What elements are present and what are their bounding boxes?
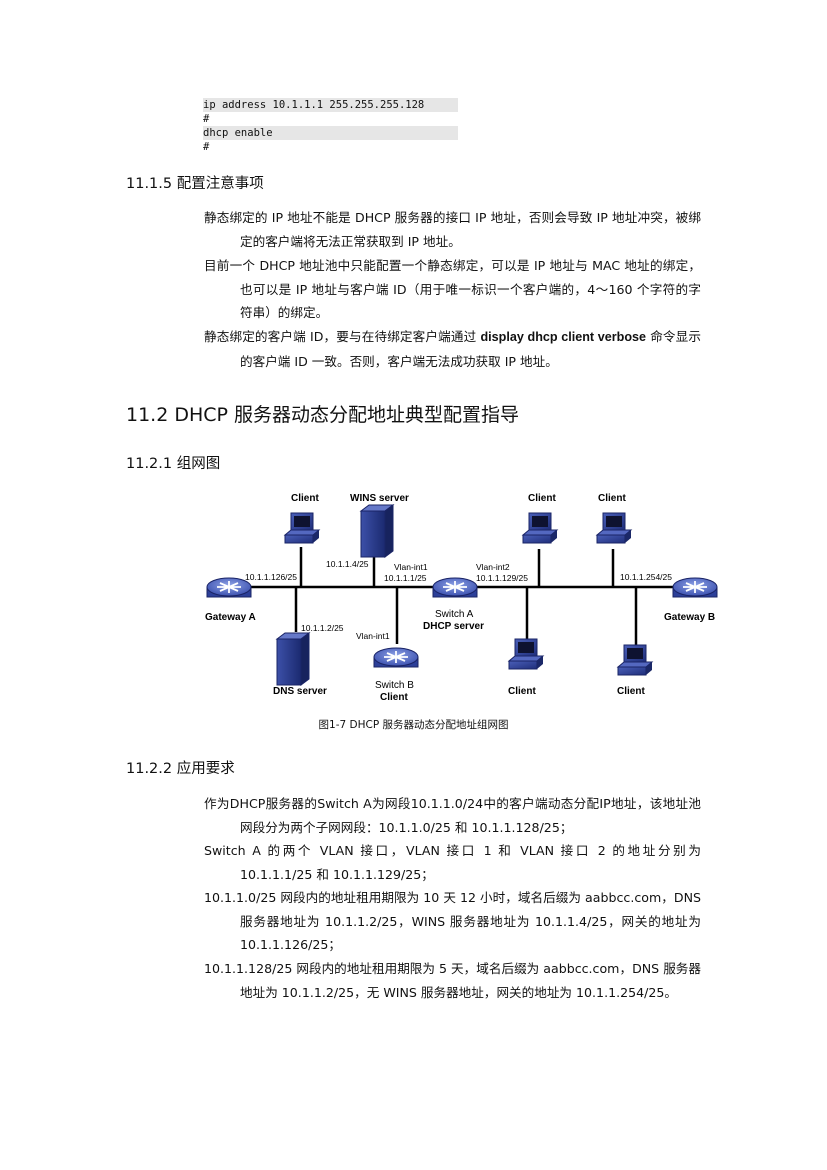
label-client-4: Client <box>508 686 536 697</box>
gateway-a-icon <box>206 577 252 598</box>
client-2-icon <box>521 512 559 544</box>
code-line-3: dhcp enable <box>203 126 458 140</box>
client-4-icon <box>507 638 545 670</box>
label-gateway-b: Gateway B <box>664 612 715 623</box>
para-3-text-before: 静态绑定的客户端 ID，要与在待绑定客户端通过 <box>204 329 481 344</box>
switch-a-icon <box>432 577 478 598</box>
label-gateway-a: Gateway A <box>205 612 256 623</box>
dns-server-icon <box>275 632 311 686</box>
label-ip-wins: 10.1.1.4/25 <box>326 559 369 569</box>
label-client-2: Client <box>528 493 556 504</box>
wins-server-icon <box>359 504 395 558</box>
label-ip-gateway-a: 10.1.1.126/25 <box>245 572 297 582</box>
label-client-switch-b: Client <box>380 692 408 703</box>
code-line-1: ip address 10.1.1.1 255.255.255.128 <box>203 98 458 112</box>
section-1121-heading: 11.2.1 组网图 <box>126 456 221 472</box>
section-1122-para-4: 10.1.1.128/25 网段内的地址租用期限为 5 天，域名后缀为 aabb… <box>204 961 701 1000</box>
section-1115-heading: 11.1.5 配置注意事项 <box>126 176 264 192</box>
section-1115-para-2: 目前一个 DHCP 地址池中只能配置一个静态绑定，可以是 IP 地址与 MAC … <box>204 258 701 320</box>
client-3-icon <box>595 512 633 544</box>
code-line-4: # <box>203 141 210 153</box>
label-dns-server: DNS server <box>273 686 327 697</box>
para-3-text-after: 命令显示的客户端 ID 一致。否则，客户端无法成功获取 IP 地址。 <box>240 329 701 369</box>
code-line-2: # <box>203 113 210 125</box>
label-ip-gateway-b: 10.1.1.254/25 <box>620 572 672 582</box>
gateway-b-icon <box>672 577 718 598</box>
label-switch-b: Switch B <box>375 680 414 691</box>
section-1122-heading: 11.2.2 应用要求 <box>126 761 235 777</box>
client-5-icon <box>616 644 654 676</box>
label-vlan-int2: Vlan-int2 <box>476 562 510 572</box>
label-wins-server: WINS server <box>350 493 409 504</box>
label-ip-dns: 10.1.1.2/25 <box>301 623 344 633</box>
section-1115-para-3: 静态绑定的客户端 ID，要与在待绑定客户端通过 display dhcp cli… <box>204 325 701 373</box>
figure-caption: 图1-7 DHCP 服务器动态分配地址组网图 <box>318 719 509 731</box>
network-diagram: Client WINS server Client Client 10.1.1.… <box>205 493 718 703</box>
section-1122-para-2: Switch A 的两个 VLAN 接口，VLAN 接口 1 和 VLAN 接口… <box>204 843 701 882</box>
label-vlan-int1-b: Vlan-int1 <box>356 631 390 641</box>
switch-b-icon <box>373 647 419 668</box>
client-1-icon <box>283 512 321 544</box>
label-dhcp-server: DHCP server <box>423 621 484 632</box>
label-client-3: Client <box>598 493 626 504</box>
label-client-5: Client <box>617 686 645 697</box>
command-text: display dhcp client verbose <box>480 330 647 344</box>
label-ip-vlan2: 10.1.1.129/25 <box>476 573 528 583</box>
section-1122-para-3: 10.1.1.0/25 网段内的地址租用期限为 10 天 12 小时，域名后缀为… <box>204 890 701 952</box>
label-ip-vlan1: 10.1.1.1/25 <box>384 573 427 583</box>
section-1122-para-1: 作为DHCP服务器的Switch A为网段10.1.1.0/24中的客户端动态分… <box>204 796 701 835</box>
section-112-heading: 11.2 DHCP 服务器动态分配地址典型配置指导 <box>126 404 520 426</box>
section-1115-para-1: 静态绑定的 IP 地址不能是 DHCP 服务器的接口 IP 地址，否则会导致 I… <box>204 210 701 249</box>
label-switch-a: Switch A <box>435 609 474 620</box>
label-vlan-int1-a: Vlan-int1 <box>394 562 428 572</box>
label-client-1: Client <box>291 493 319 504</box>
